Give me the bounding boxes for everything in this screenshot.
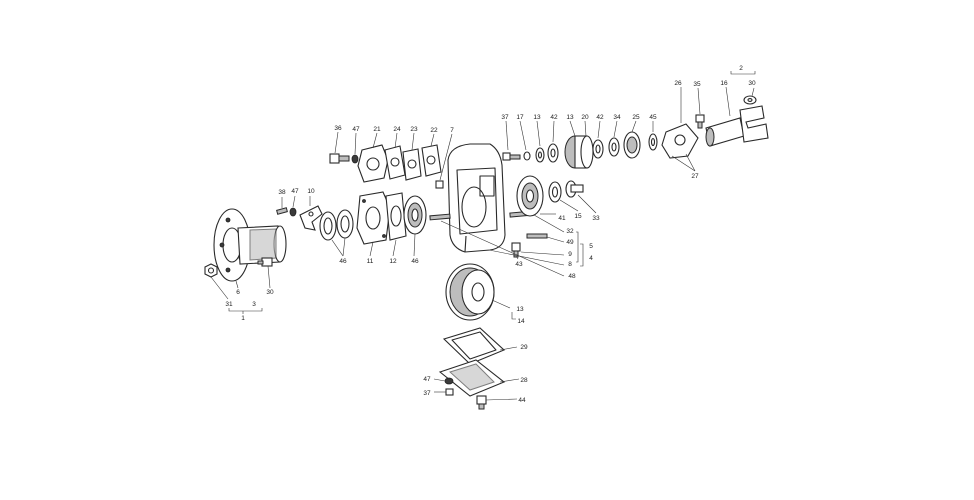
callout-32: 32 <box>566 228 574 235</box>
ring-13-part <box>535 147 545 163</box>
callout-10: 10 <box>307 188 315 195</box>
shaft-pin-49-part <box>526 233 548 239</box>
callout-9: 9 <box>568 251 572 258</box>
callout-4: 4 <box>589 255 593 262</box>
yoke-nut-30-part <box>743 95 757 105</box>
ring-34-part <box>608 137 620 157</box>
seal-ring-left-part <box>319 209 354 241</box>
bolt-43-part <box>511 242 521 258</box>
callout-41: 41 <box>558 215 566 222</box>
callout-7: 7 <box>450 127 454 134</box>
spacer-15-part <box>548 181 562 203</box>
callout-28: 28 <box>520 377 528 384</box>
screw-7-part <box>435 180 444 189</box>
callout-15: 15 <box>574 213 582 220</box>
gasket-12-part <box>385 192 407 241</box>
leader-lines <box>210 71 756 401</box>
seal-45-part <box>648 133 658 151</box>
callout-13-lower: 13 <box>516 306 524 313</box>
washer-47c-part <box>444 377 454 385</box>
callout-47-middle: 47 <box>291 188 299 195</box>
callout-42-a: 42 <box>550 114 558 121</box>
callout-1: 1 <box>241 315 245 322</box>
callout-30-lower: 30 <box>266 289 274 296</box>
callout-48: 48 <box>568 273 576 280</box>
callout-42-b: 42 <box>596 114 604 121</box>
nut-part <box>204 263 218 278</box>
callout-44: 44 <box>518 397 526 404</box>
callout-33: 33 <box>592 215 600 222</box>
bolt-37b-part <box>445 388 454 396</box>
upper-washer-part <box>351 154 359 164</box>
plate-23-part <box>402 148 422 181</box>
shaft-pin-48-part <box>429 213 451 221</box>
callout-27: 27 <box>691 173 699 180</box>
bolt-44-part <box>476 395 487 410</box>
callout-45: 45 <box>649 114 657 121</box>
lock-plate-part <box>661 123 699 159</box>
cover-plate-11-part <box>356 191 391 245</box>
yoke-bolt-35-part <box>695 114 705 129</box>
callout-47-upper: 47 <box>352 126 360 133</box>
callout-5: 5 <box>589 243 593 250</box>
callout-47-lower: 47 <box>423 376 431 383</box>
small-washer-part <box>289 207 297 217</box>
callout-38: 38 <box>278 189 286 196</box>
callout-37-upper: 37 <box>501 114 509 121</box>
callout-16: 16 <box>720 80 728 87</box>
callout-46-left: 46 <box>339 258 347 265</box>
callout-23: 23 <box>410 126 418 133</box>
bearing-part <box>403 195 427 235</box>
callout-12: 12 <box>389 258 397 265</box>
callout-24: 24 <box>393 126 401 133</box>
callout-30-upper: 30 <box>748 80 756 87</box>
callout-43: 43 <box>515 261 523 268</box>
fork-lever-part <box>299 205 323 231</box>
callout-22: 22 <box>430 127 438 134</box>
gear-20-part <box>564 135 594 169</box>
plate-22-part <box>421 144 442 177</box>
yoke-part <box>705 105 769 147</box>
washer-17-part <box>523 151 531 161</box>
callout-20: 20 <box>581 114 589 121</box>
callout-3: 3 <box>252 301 256 308</box>
callout-13-a: 13 <box>533 114 541 121</box>
callout-29: 29 <box>520 344 528 351</box>
callout-36: 36 <box>334 125 342 132</box>
callout-25: 25 <box>632 114 640 121</box>
ring-42b-part <box>592 139 604 159</box>
ring-42-part <box>547 143 559 163</box>
callout-35: 35 <box>693 81 701 88</box>
bolt-33-part <box>565 180 584 198</box>
callout-8: 8 <box>568 261 572 268</box>
large-gear-part <box>445 263 495 321</box>
flange-hub-part <box>213 208 287 282</box>
callout-31: 31 <box>225 301 233 308</box>
gasket-29-part <box>442 327 506 365</box>
bearing-25-part <box>623 131 641 159</box>
bearing-41-part <box>516 175 544 217</box>
callout-37-lower: 37 <box>423 390 431 397</box>
callout-46-right: 46 <box>411 258 419 265</box>
callout-49: 49 <box>566 239 574 246</box>
callout-26: 26 <box>674 80 682 87</box>
cover-28-part <box>438 359 506 397</box>
callout-13-b: 13 <box>566 114 574 121</box>
upper-bolt-part <box>329 153 350 164</box>
stud-part <box>276 207 288 215</box>
callout-34: 34 <box>613 114 621 121</box>
bolt-37-part <box>502 152 521 161</box>
gasket-24-part <box>384 145 406 180</box>
gearbox-housing-part <box>447 143 506 253</box>
callout-2: 2 <box>739 65 743 72</box>
callout-14: 14 <box>517 318 525 325</box>
cover-plate-21-part <box>357 144 389 183</box>
callout-11: 11 <box>367 258 374 265</box>
callout-labels: 2 26 35 16 30 37 17 13 42 13 20 42 34 25… <box>225 65 756 404</box>
callout-21: 21 <box>373 126 381 133</box>
bolt-part <box>257 257 273 267</box>
callout-17: 17 <box>516 114 524 121</box>
callout-6: 6 <box>236 289 240 296</box>
